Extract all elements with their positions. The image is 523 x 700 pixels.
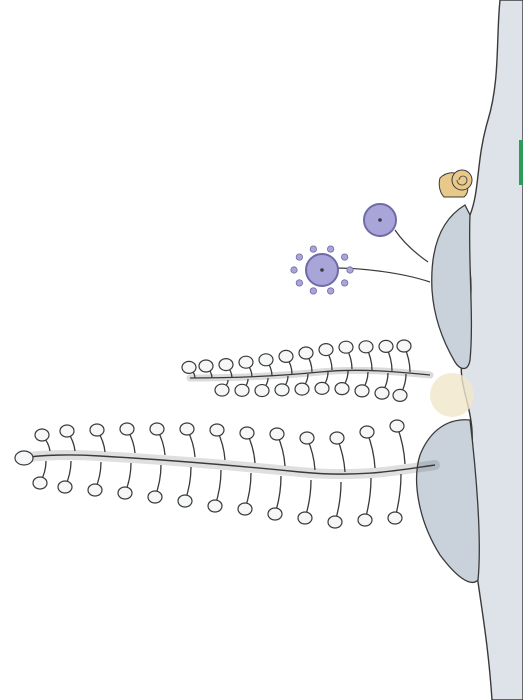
fern-leaflet-tip	[237, 502, 253, 516]
flower-dot	[309, 287, 317, 295]
fern-leaflet-tip	[149, 422, 165, 436]
fern-leaflet-tip	[299, 431, 315, 445]
fern-leaflet-tip	[239, 426, 255, 440]
flower-dot	[346, 266, 354, 274]
fern-leaflet-tip	[181, 360, 197, 374]
fern-lower-tip	[14, 450, 34, 466]
fern-leaflet-tip	[374, 386, 390, 400]
snail-icon	[438, 169, 473, 198]
fern-leaflet-tip	[389, 419, 405, 433]
fern-leaflet-tip	[298, 346, 314, 360]
sand-patch	[430, 373, 474, 417]
fern-lower-rachis	[21, 454, 436, 475]
fern-leaflet-tip	[234, 383, 250, 397]
fern-upper	[181, 339, 434, 402]
flower-dot	[341, 279, 349, 287]
flower-dot	[290, 266, 298, 274]
fern-leaflet-tip	[89, 423, 105, 437]
fern-leaflet-tip	[214, 383, 230, 397]
fern-upper-rachis	[189, 369, 431, 379]
fern-leaflet-tip	[378, 339, 394, 353]
fern-leaflet-tip	[207, 499, 223, 513]
fern-leaflet-tip	[329, 431, 345, 445]
fern-leaflet-tip	[314, 381, 330, 395]
fern-leaflet-tip	[334, 382, 350, 396]
fern-leaflet-tip	[359, 425, 375, 439]
fern-leaflet-tip	[318, 343, 334, 357]
fern-leaflet-tip	[87, 483, 103, 497]
flower-dot	[327, 245, 335, 253]
fern-leaflet-tip	[267, 507, 283, 521]
fern-leaflet-tip	[177, 494, 193, 508]
fern-leaflet-tip	[198, 359, 214, 373]
fern-leaflet-tip	[354, 384, 370, 398]
fern-lower	[14, 419, 440, 529]
fern-leaflet-tip	[57, 480, 73, 494]
fern-leaflet-tip	[218, 358, 234, 372]
fern-leaflet-tip	[327, 515, 343, 529]
fern-leaflet-tip	[278, 349, 294, 363]
fern-leaflet-tip	[297, 511, 313, 525]
fern-leaflet-tip	[119, 422, 135, 436]
fern-leaflet-tip	[117, 486, 133, 500]
fern-leaflet-tip	[254, 383, 270, 398]
fern-leaflet-tip	[34, 428, 50, 442]
fern-leaflet-tip	[274, 383, 290, 397]
flower-dot	[309, 245, 317, 253]
fern-leaflet-tip	[179, 422, 195, 436]
fern-leaflet-tip	[338, 340, 354, 354]
fern-leaflet-tip	[269, 427, 285, 441]
fern-leaflet-tip	[396, 339, 412, 353]
flower-dot	[295, 279, 303, 287]
upper-mound	[431, 204, 473, 370]
fern-leaflet-tip	[209, 423, 225, 437]
fern-leaflet-tip	[258, 353, 274, 367]
fern-leaflet-tip	[387, 511, 403, 525]
fern-leaflet-tip	[294, 382, 310, 396]
flower-dot	[341, 253, 349, 261]
fern-leaflet-tip	[357, 513, 373, 527]
fern-leaflet-tip	[358, 340, 374, 354]
fern-leaflet	[394, 473, 402, 519]
fern-leaflet-tip	[147, 490, 163, 504]
flower-dot	[295, 253, 303, 261]
fern-leaflet-tip	[32, 476, 48, 490]
violet-flower-large	[363, 203, 429, 263]
moss-strip	[519, 140, 523, 185]
fern-leaflet-tip	[59, 424, 75, 438]
fern-leaflet-tip	[238, 355, 254, 369]
lower-mound	[415, 419, 480, 583]
violet-flower-small	[290, 245, 431, 295]
fern-leaflet-tip	[392, 388, 408, 402]
flower-dot	[327, 287, 335, 295]
